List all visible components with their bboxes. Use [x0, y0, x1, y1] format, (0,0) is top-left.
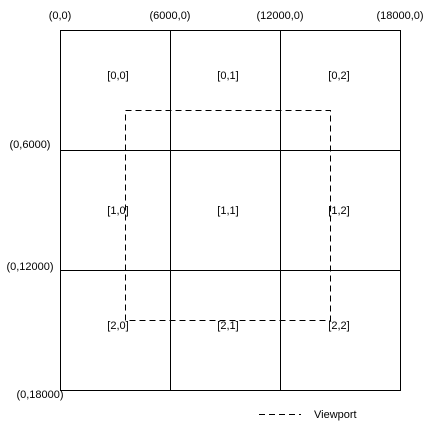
viewport-rectangle — [125, 110, 331, 321]
tile-label-0-2: [0,2] — [328, 70, 349, 82]
tile-label-1-2: [1,2] — [328, 205, 349, 217]
coord-label-top-3: (18000,0) — [376, 10, 423, 22]
coord-label-left-2: (0,18000) — [16, 389, 63, 401]
tile-label-0-0: [0,0] — [107, 70, 128, 82]
coord-label-top-1: (6000,0) — [150, 10, 191, 22]
tile-grid — [60, 30, 401, 391]
tile-label-2-1: [2,1] — [217, 320, 238, 332]
coord-label-left-1: (0,12000) — [6, 261, 53, 273]
coord-label-top-2: (12000,0) — [256, 10, 303, 22]
tile-label-1-1: [1,1] — [217, 205, 238, 217]
legend: Viewport — [259, 409, 357, 421]
tile-label-2-0: [2,0] — [107, 320, 128, 332]
legend-label: Viewport — [314, 409, 357, 421]
tile-label-1-0: [1,0] — [107, 205, 128, 217]
coord-label-left-0: (0,6000) — [10, 139, 51, 151]
tile-label-2-2: [2,2] — [328, 320, 349, 332]
tile-label-0-1: [0,1] — [217, 70, 238, 82]
grid-outer-border — [60, 30, 401, 391]
coord-label-top-0: (0,0) — [49, 10, 72, 22]
